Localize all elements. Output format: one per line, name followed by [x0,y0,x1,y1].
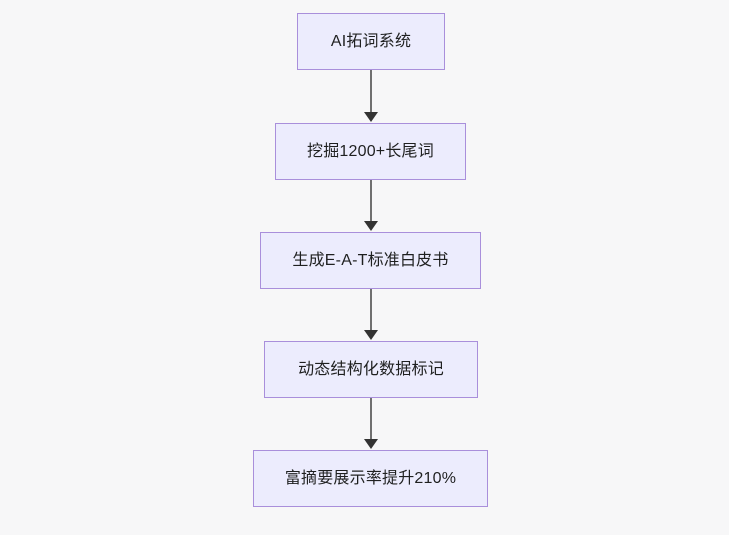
flowchart-node-label: 富摘要展示率提升210% [284,469,457,487]
flowchart-node-label: 生成E-A-T标准白皮书 [292,251,449,269]
arrow-down-icon [364,439,378,449]
flowchart-edge-n3-n4 [370,289,372,330]
flowchart-node-n4[interactable]: 动态结构化数据标记 [264,341,478,398]
arrow-down-icon [364,112,378,122]
flowchart-node-label: 挖掘1200+长尾词 [307,142,434,160]
flowchart-edge-n1-n2 [370,70,372,112]
flowchart-node-n5[interactable]: 富摘要展示率提升210% [253,450,488,507]
flowchart-node-n1[interactable]: AI拓词系统 [297,13,445,70]
arrow-down-icon [364,330,378,340]
flowchart-node-n2[interactable]: 挖掘1200+长尾词 [275,123,466,180]
arrow-down-icon [364,221,378,231]
flowchart-node-n3[interactable]: 生成E-A-T标准白皮书 [260,232,481,289]
flowchart-node-label: 动态结构化数据标记 [298,360,444,378]
flowchart-edge-n4-n5 [370,398,372,439]
flowchart-node-label: AI拓词系统 [330,32,412,50]
flowchart-edge-n2-n3 [370,180,372,221]
